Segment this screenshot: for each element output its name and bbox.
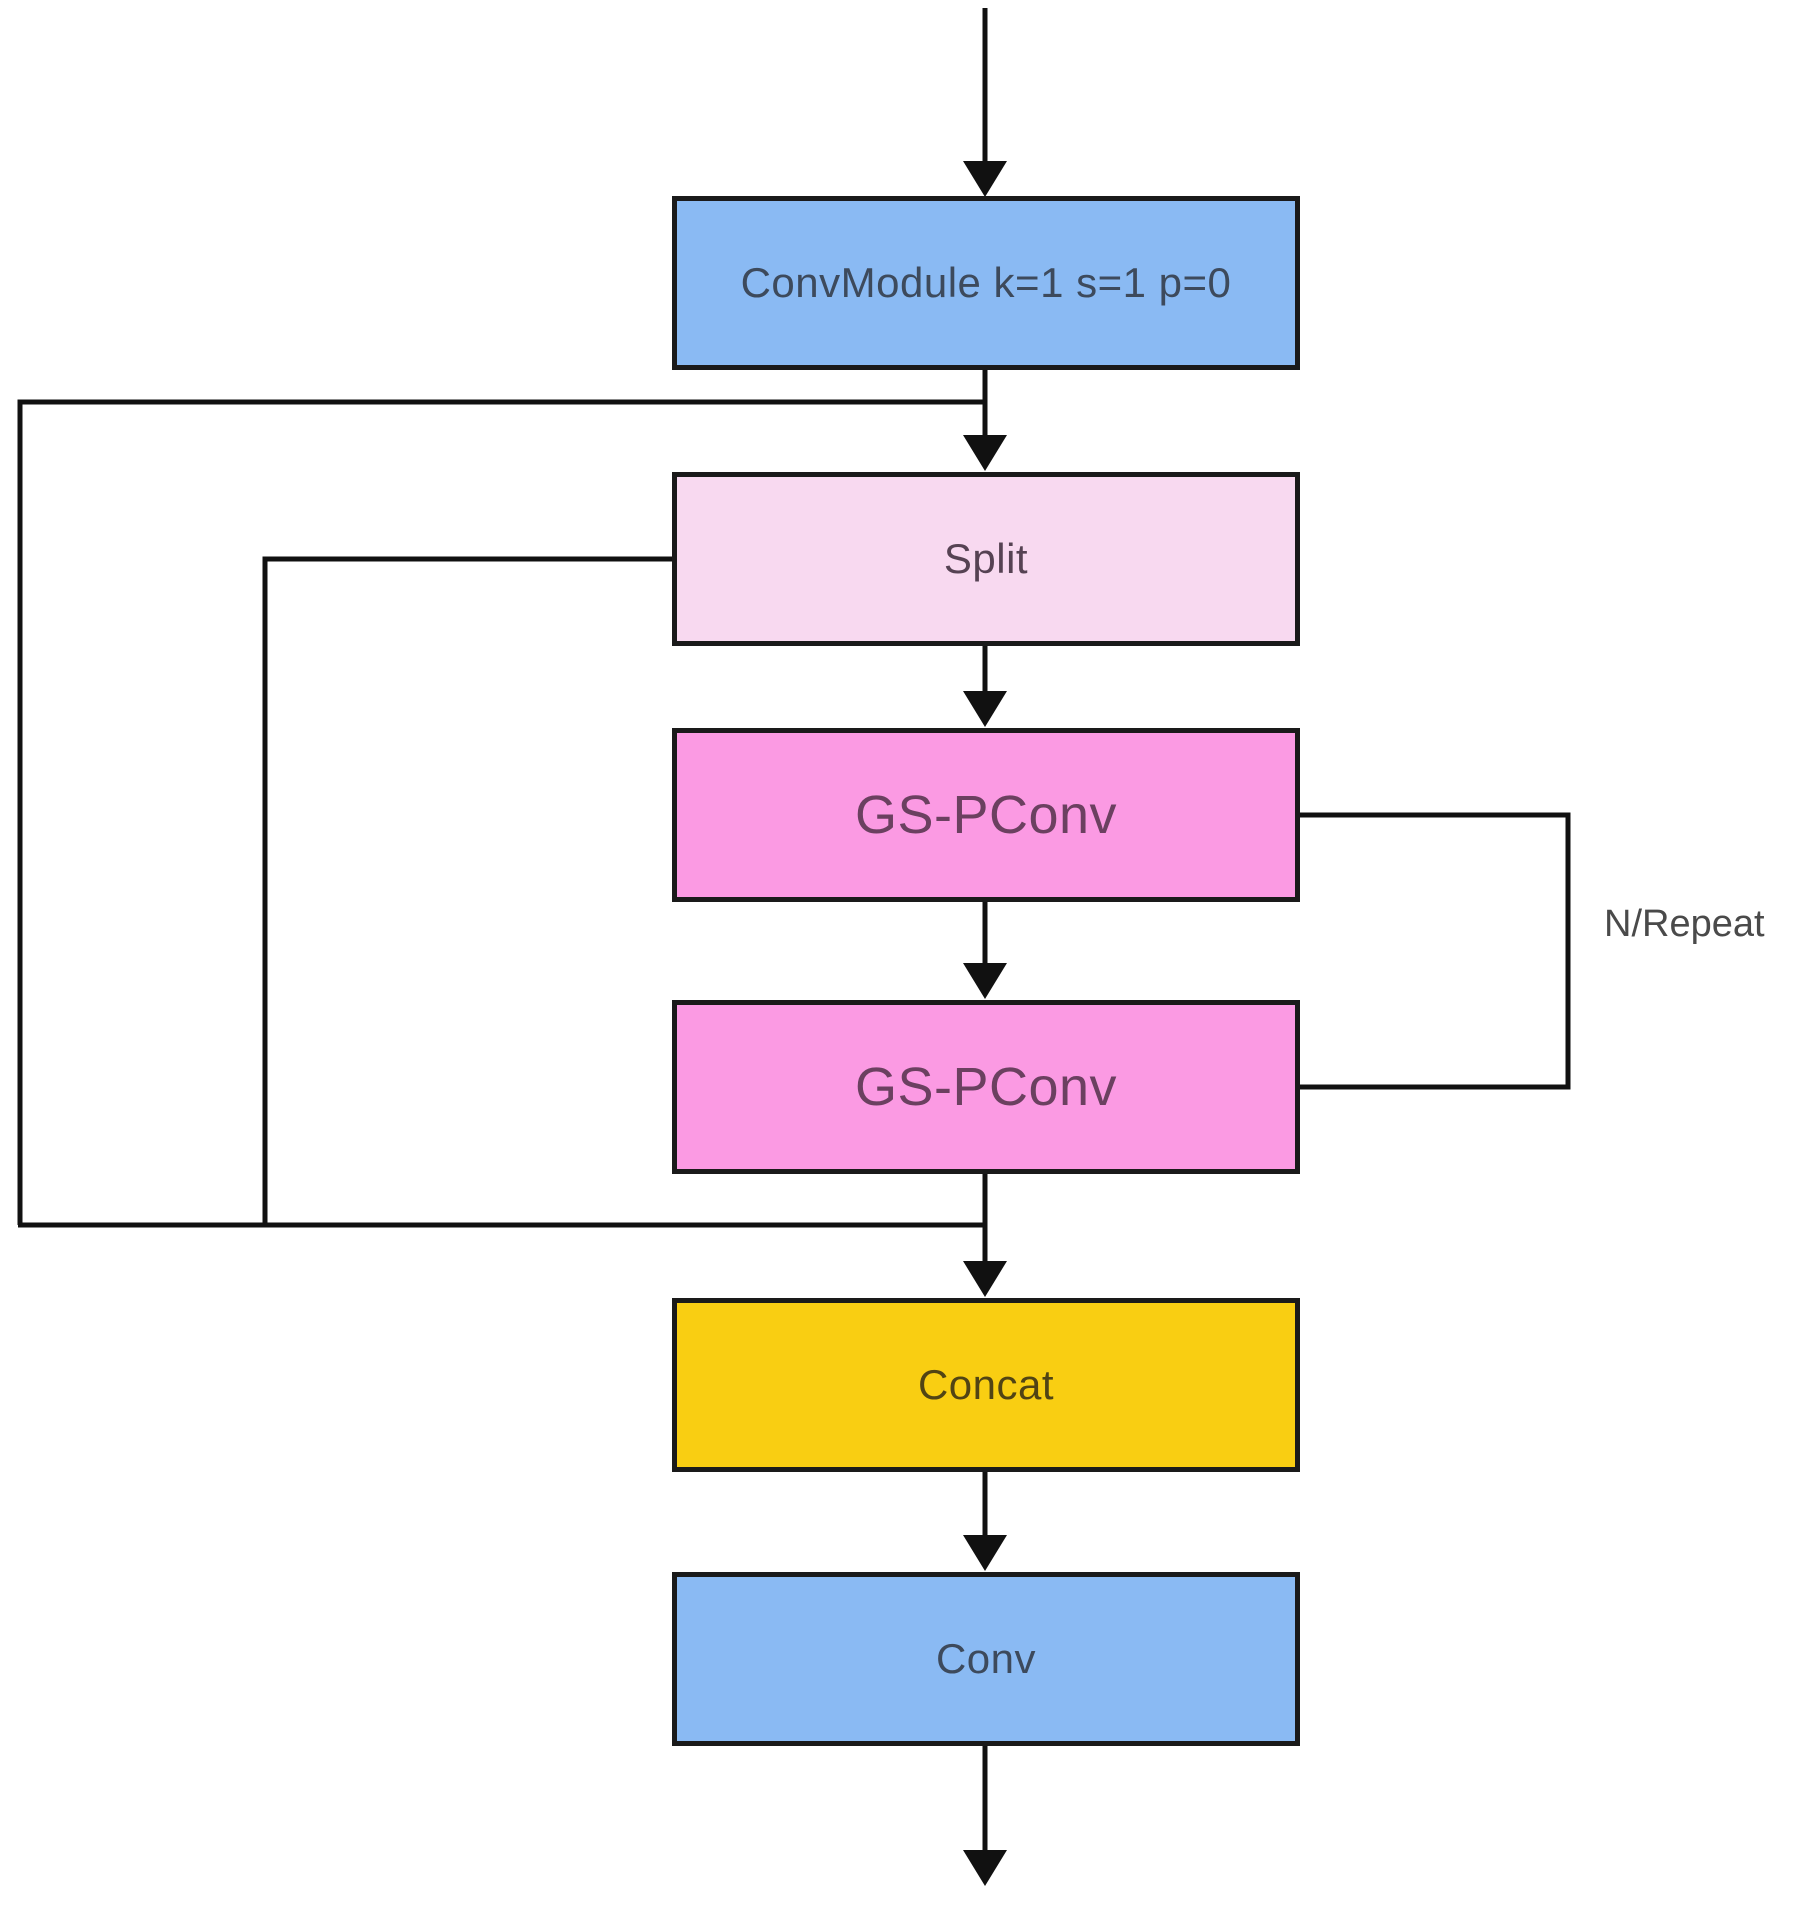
node-gs-pconv-1: GS-PConv xyxy=(672,728,1300,902)
edge-skip-outer xyxy=(17,399,985,1225)
node-conv-label: Conv xyxy=(935,1635,1037,1682)
node-gs-pconv-1-label: GS-PConv xyxy=(854,785,1118,845)
node-convmodule-label: ConvModule k=1 s=1 p=0 xyxy=(740,259,1232,306)
node-concat-label: Concat xyxy=(917,1361,1055,1408)
node-split-label: Split xyxy=(943,535,1029,582)
node-conv: Conv xyxy=(672,1572,1300,1746)
arrowhead-output xyxy=(963,1850,1007,1886)
edge-repeat-loop xyxy=(1300,812,1571,1090)
arrowhead-split xyxy=(963,435,1007,471)
node-convmodule: ConvModule k=1 s=1 p=0 xyxy=(672,196,1300,370)
repeat-count-label: N/Repeat xyxy=(1604,903,1765,945)
node-gs-pconv-2-label: GS-PConv xyxy=(854,1057,1118,1117)
node-split: Split xyxy=(672,472,1300,646)
arrowhead-concat xyxy=(963,1261,1007,1297)
node-gs-pconv-2: GS-PConv xyxy=(672,1000,1300,1174)
arrowhead-input xyxy=(963,161,1007,197)
arrowhead-gspconv2 xyxy=(963,963,1007,999)
edge-skip-inner xyxy=(262,556,672,1225)
node-concat: Concat xyxy=(672,1298,1300,1472)
arrowhead-gspconv1 xyxy=(963,691,1007,727)
arrowhead-conv xyxy=(963,1535,1007,1571)
